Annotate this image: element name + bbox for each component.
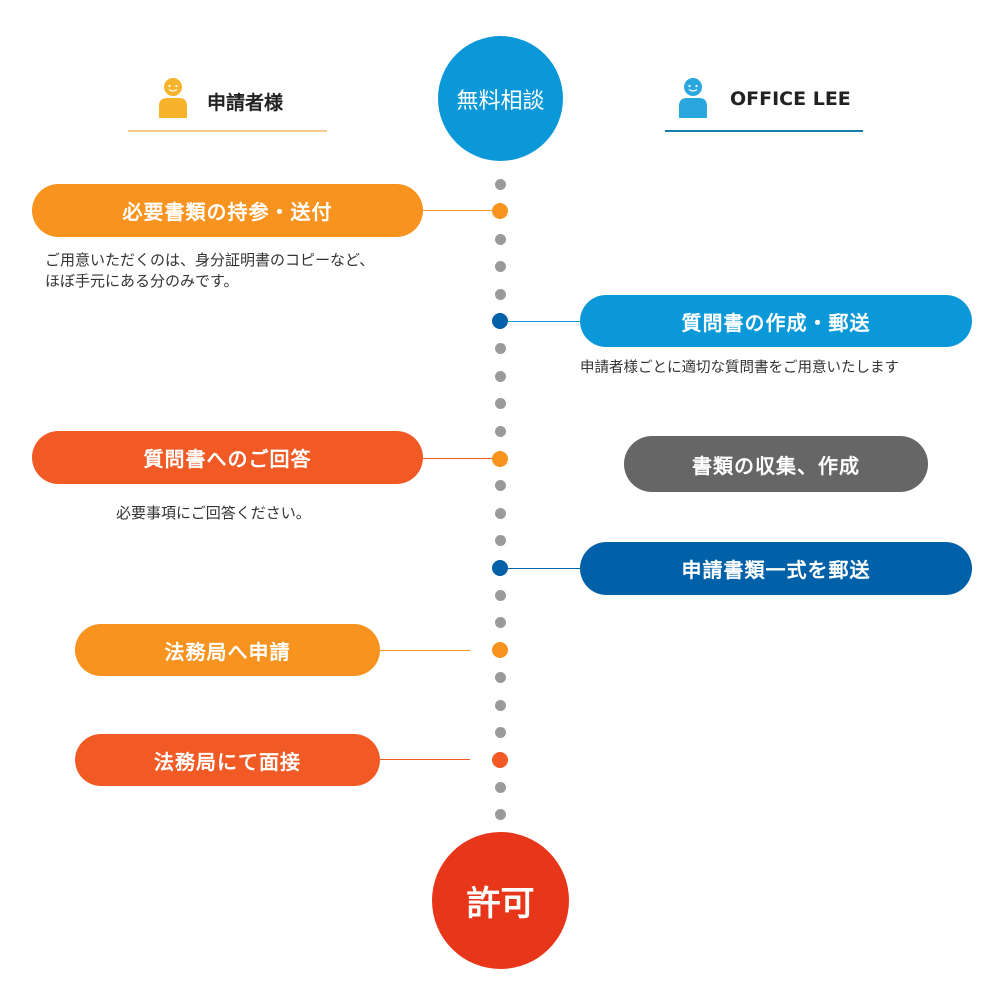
step1-pill: 必要書類の持参・送付 (32, 184, 423, 237)
step7-pill: 法務局にて面接 (75, 734, 380, 786)
step6-pill: 法務局へ申請 (75, 624, 380, 676)
step2-note: 申請者様ごとに適切な質問書をご用意いたします (580, 360, 899, 376)
office-icon (678, 78, 708, 118)
timeline-node-step6 (492, 642, 508, 658)
step1-note-line1: ご用意いただくのは、身分証明書のコピーなど、 (45, 251, 375, 269)
timeline-dot (495, 617, 506, 628)
timeline-dot (495, 343, 506, 354)
connector-step1 (422, 210, 492, 211)
applicant-icon (158, 78, 188, 118)
timeline-node-step5 (492, 560, 508, 576)
timeline-dot (495, 234, 506, 245)
timeline-dot (495, 508, 506, 519)
connector-step5 (508, 568, 580, 569)
timeline-dot (495, 398, 506, 409)
timeline-dot (495, 426, 506, 437)
timeline-dot (495, 672, 506, 683)
step3-pill: 質問書へのご回答 (32, 431, 423, 484)
step4-pill: 書類の収集、作成 (624, 436, 928, 492)
timeline-dot (495, 727, 506, 738)
step2-pill: 質問書の作成・郵送 (580, 295, 972, 347)
step5-pill: 申請書類一式を郵送 (580, 542, 972, 595)
timeline-dot (495, 289, 506, 300)
connector-step6 (380, 650, 470, 651)
timeline-node-step1 (492, 203, 508, 219)
timeline-dot (495, 261, 506, 272)
applicant-label: 申請者様 (207, 92, 284, 114)
timeline-dot (495, 535, 506, 546)
timeline-dot (495, 700, 506, 711)
timeline-node-step2 (492, 313, 508, 329)
timeline-dot (495, 782, 506, 793)
timeline-dot (495, 590, 506, 601)
connector-step7 (380, 759, 470, 760)
timeline-dot (495, 809, 506, 820)
timeline-dot (495, 179, 506, 190)
connector-step2 (508, 321, 580, 322)
applicant-underline (128, 130, 327, 132)
step3-note: 必要事項にご回答ください。 (116, 504, 311, 522)
free-consultation-circle: 無料相談 (438, 36, 563, 161)
office-label: OFFICE LEE (730, 88, 851, 110)
timeline-node-step3 (492, 451, 508, 467)
approval-circle: 許可 (432, 832, 569, 969)
timeline-dot (495, 480, 506, 491)
connector-step3 (422, 458, 492, 459)
office-underline (665, 130, 863, 132)
step1-note-line2: ほぼ手元にある分のみです。 (45, 272, 239, 290)
timeline-dot (495, 371, 506, 382)
timeline-node-step7 (492, 752, 508, 768)
